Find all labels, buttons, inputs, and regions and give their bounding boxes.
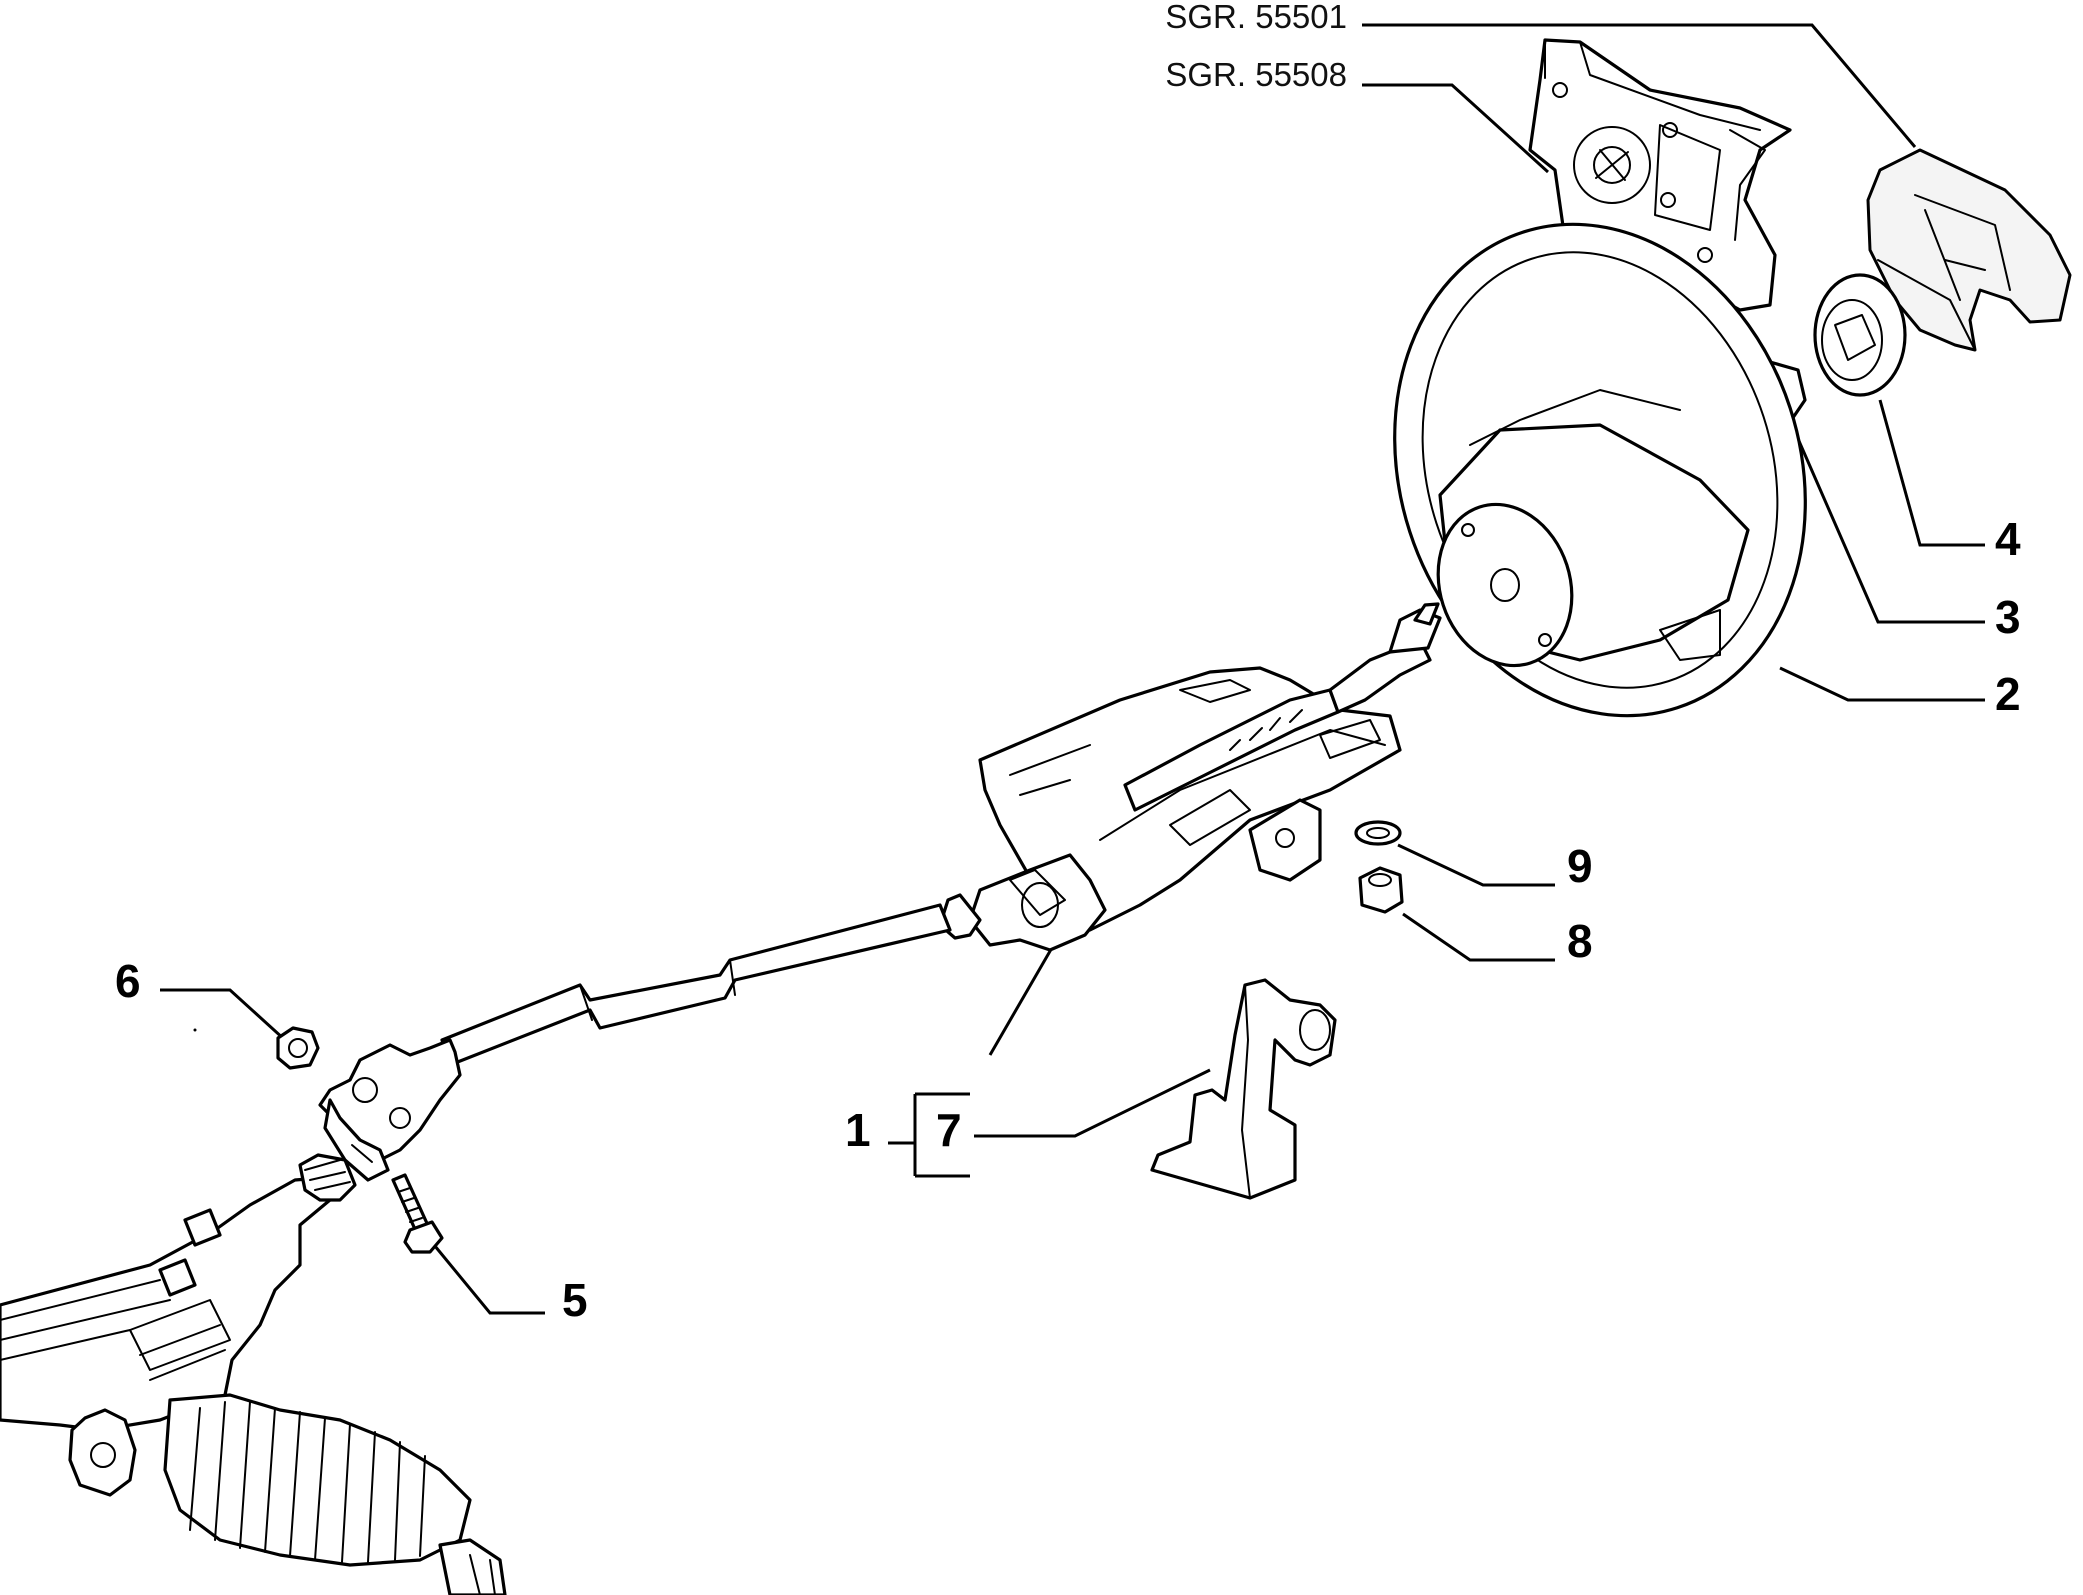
callout-4: 4 (1995, 513, 2021, 565)
leader-lines (160, 23, 1985, 1315)
stray-dot (193, 1028, 197, 1032)
nut-part-6 (276, 1026, 320, 1070)
horn-pad-cover (1866, 148, 2072, 352)
callout-7: 7 (936, 1104, 962, 1156)
washer-part-9 (1354, 820, 1402, 846)
bolt-part-5 (391, 1173, 444, 1254)
hub-ring-part-4 (1813, 273, 1907, 397)
leader-sgr-55501 (1362, 23, 1917, 148)
callout-1: 1 (845, 1104, 871, 1156)
steering-column-assembly (978, 602, 1442, 932)
leader-6 (160, 988, 287, 1042)
callout-5: 5 (562, 1274, 588, 1326)
intermediate-shaft (318, 853, 1107, 1182)
steering-wheel-part-2 (1393, 222, 1807, 718)
leader-5 (428, 1239, 545, 1315)
callout-9: 9 (1567, 840, 1593, 892)
bracket-part-7 (1150, 978, 1337, 1200)
leader-3 (1790, 424, 1985, 624)
sgr-reference-55508: SGR. 55508 (1165, 56, 1347, 93)
leader-4 (1878, 399, 1985, 547)
leader-sgr-55508 (1362, 83, 1550, 174)
leader-7-to-bracket (974, 1068, 1211, 1138)
callout-6: 6 (115, 955, 141, 1007)
nut-part-8 (1358, 866, 1404, 914)
steering-rack-assembly (0, 1153, 507, 1595)
callout-8: 8 (1567, 915, 1593, 967)
callout-1-bracket (888, 1092, 970, 1178)
sgr-reference-55501: SGR. 55501 (1165, 0, 1347, 35)
leader-2 (1779, 666, 1985, 702)
leader-9 (1397, 843, 1555, 887)
callout-2: 2 (1995, 668, 2021, 720)
leader-8 (1402, 912, 1555, 962)
callout-3: 3 (1995, 591, 2021, 643)
